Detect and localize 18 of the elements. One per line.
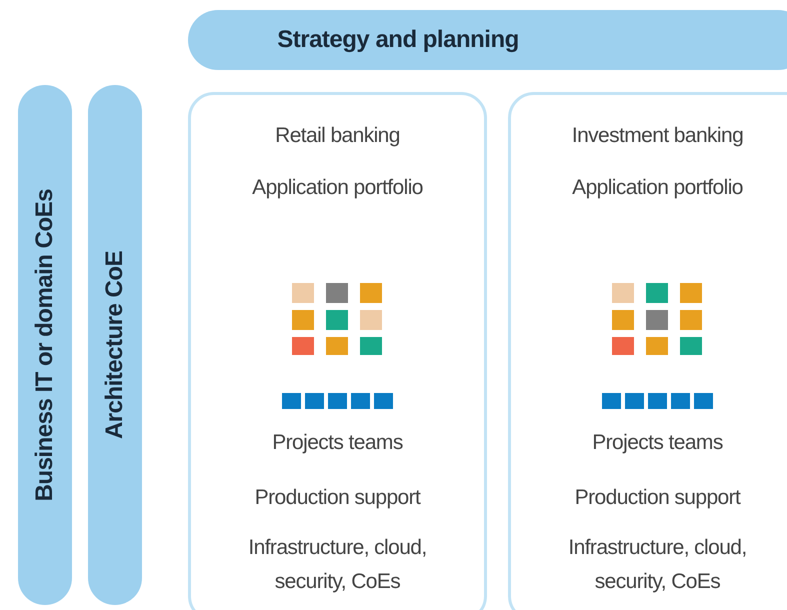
vertical-band (88, 85, 142, 605)
panel-subheading: Application portfolio (251, 175, 424, 201)
support-label: Production support (254, 485, 422, 511)
panel-heading: Investment banking (570, 123, 744, 149)
infrastructure-label: Infrastructure, cloud, security, CoEs (247, 535, 428, 595)
panel-card (508, 92, 787, 610)
panel-subheading: Application portfolio (571, 175, 744, 201)
infrastructure-label: Infrastructure, cloud, security, CoEs (567, 535, 748, 595)
team-label: Projects teams (591, 430, 724, 456)
heading-band (188, 10, 787, 70)
heading-label: Strategy and planning (277, 26, 519, 54)
support-label: Production support (574, 485, 742, 511)
vertical-label: Business IT or domain CoEs (31, 188, 59, 502)
vertical-label: Architecture CoE (101, 250, 129, 440)
vertical-band (18, 85, 72, 605)
panel-card (188, 92, 487, 610)
panel-heading: Retail banking (274, 123, 401, 149)
team-label: Projects teams (271, 430, 404, 456)
